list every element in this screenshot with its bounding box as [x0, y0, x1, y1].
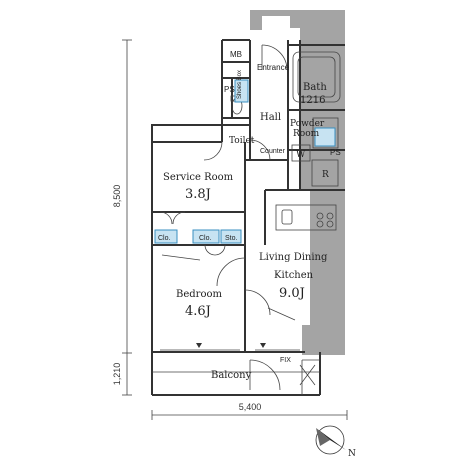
powder-room-label-1: Powder	[290, 119, 325, 129]
hall-label: Hall	[260, 112, 281, 123]
service-room-size: 3.8J	[185, 187, 211, 202]
exterior-walls	[250, 10, 345, 355]
entrance-label: Entrance	[257, 63, 290, 72]
dimension-lines	[122, 39, 348, 420]
ps-right-label: PS	[330, 148, 341, 157]
window-marker	[260, 343, 266, 348]
bath-size-label: 1216	[300, 95, 325, 106]
living-label-2: Kitchen	[274, 270, 314, 281]
w-label: W	[296, 150, 306, 160]
r-label: R	[322, 170, 329, 180]
balcony-label: Balcony	[211, 370, 252, 381]
dimension-height-main: 8,500	[112, 185, 122, 208]
service-room-label: Service Room	[163, 172, 234, 183]
living-size: 9.0J	[279, 286, 305, 301]
bedroom-label: Bedroom	[176, 289, 222, 300]
shoes-box-label: Shoes Box	[237, 70, 243, 99]
mb-label: MB	[230, 50, 242, 59]
interior-walls	[151, 39, 345, 396]
closets	[154, 79, 336, 244]
counter-label: Counter	[260, 148, 286, 155]
dimension-width: 5,400	[239, 402, 262, 412]
dimension-height-balcony: 1,210	[112, 363, 122, 386]
compass-icon: N	[315, 425, 356, 459]
fix-label: FIX	[280, 357, 291, 364]
ps-left-label: PS	[224, 85, 235, 94]
powder-room-label-2: Room	[293, 129, 320, 139]
compass-n-label: N	[348, 449, 356, 459]
closet-label-2: Clo.	[199, 235, 212, 242]
toilet-label: Toilet	[229, 136, 255, 146]
bedroom-size: 4.6J	[185, 304, 211, 319]
window-marker	[196, 343, 202, 348]
fixtures	[152, 44, 341, 395]
storage-label: Sto.	[225, 235, 238, 242]
bath-label: Bath	[303, 82, 327, 93]
closet-label-1: Clo.	[158, 235, 171, 242]
living-label-1: Living Dining	[259, 252, 328, 263]
